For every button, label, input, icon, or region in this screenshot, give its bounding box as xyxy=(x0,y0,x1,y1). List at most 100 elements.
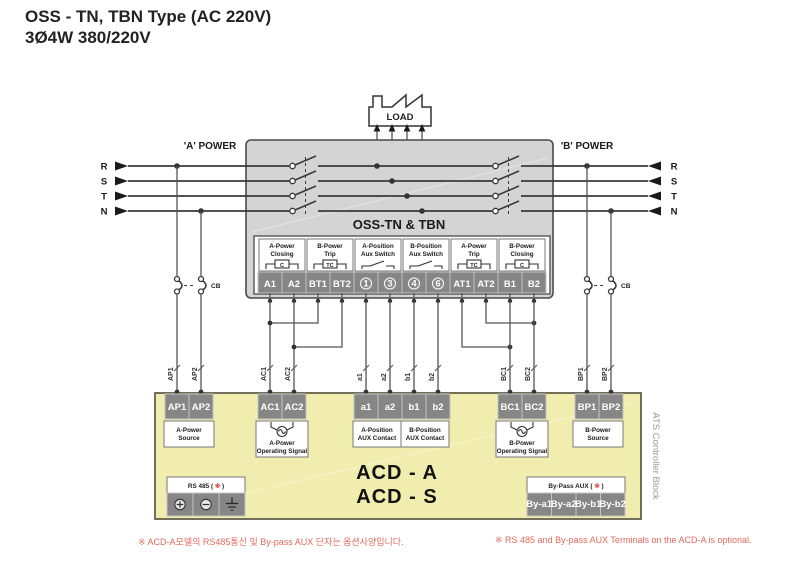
group-label: B-Power xyxy=(509,440,535,447)
bypass-aux-block: By-Pass AUX ( ※ ) By-a1 By-a2 By-b1 By-b… xyxy=(526,476,626,517)
terminal-by-b2: By-b2 xyxy=(599,499,625,510)
group-label: Trip xyxy=(324,251,336,258)
terminal-4: 4 xyxy=(411,279,417,290)
terminal-6: 6 xyxy=(435,279,440,290)
arrow-left-icon xyxy=(648,191,661,201)
bypass-header: By-Pass AUX ( ※ ) xyxy=(548,482,603,490)
group-label: A-Power xyxy=(269,440,295,447)
coil-icon: C xyxy=(265,259,299,269)
group-label: Operating Signal xyxy=(257,448,308,455)
arrow-left-icon xyxy=(648,176,661,186)
oss-group-a-position-aux-switch: A-Position Aux Switch 1 3 xyxy=(353,238,403,294)
coil-icon: C xyxy=(505,259,539,269)
group-label: Operating Signal xyxy=(497,448,548,455)
terminal-by-a1: By-a1 xyxy=(526,499,553,510)
arrow-right-icon xyxy=(115,176,128,186)
group-label: Aux Switch xyxy=(409,251,443,258)
oss-group-a-power-closing: A-Power Closing C A1 A2 xyxy=(257,238,307,294)
ac-source-icon xyxy=(510,422,534,438)
coil-letter: TC xyxy=(470,263,477,269)
wire-labels: AP1 AP2 AC1 AC2 a1 a2 b1 b2 BC1 BC2 BP1 … xyxy=(168,367,609,381)
acd-group-a-power-source: AP1 AP2 A-Power Source xyxy=(163,393,215,448)
title-line1: OSS - TN, TBN Type (AC 220V) xyxy=(25,7,272,26)
aux-switch-icon xyxy=(409,260,443,269)
cb-label-b: CB xyxy=(621,283,631,290)
acd-group-b-power-operating-signal: BC1 BC2 B-Power Operating Signal xyxy=(495,393,549,458)
terminal-b2-acd: b2 xyxy=(432,402,443,413)
terminal-at2: AT2 xyxy=(477,279,494,290)
phase-labels-left: R S T N xyxy=(101,161,128,218)
acd-group-a-power-operating-signal: AC1 AC2 A-Power Operating Signal xyxy=(255,393,309,458)
circuit-breaker-b: CB xyxy=(583,275,631,295)
block-sheen xyxy=(251,157,549,233)
group-label: Source xyxy=(178,435,200,442)
wire-label-ac2: AC2 xyxy=(285,367,292,381)
plus-terminal-icon xyxy=(174,498,186,511)
terminal-ap2: AP2 xyxy=(192,402,210,413)
wire-label-bc2: BC2 xyxy=(525,367,532,381)
phase-s-left: S xyxy=(101,177,107,188)
wire-label-a1: a1 xyxy=(357,373,364,381)
wire-label-ap2: AP2 xyxy=(192,367,199,381)
oss-group-b-power-closing: B-Power Closing C B1 B2 xyxy=(497,238,547,294)
circled-number xyxy=(408,277,420,290)
group-label: B-Power xyxy=(509,243,535,250)
terminal-by-a2: By-a2 xyxy=(551,499,577,510)
acd-group-b-position-aux-contact: b1 b2 B-Position AUX Contact xyxy=(400,393,451,448)
terminal-b1-acd: b1 xyxy=(408,402,420,413)
group-label: B-Power xyxy=(317,243,343,250)
phase-t-left: T xyxy=(101,192,107,203)
group-label: A-Power xyxy=(461,243,487,250)
phase-n-right: N xyxy=(671,207,678,218)
group-label: B-Position xyxy=(409,427,441,434)
ats-controller-block-label: ATS Controller Block xyxy=(650,412,661,500)
oss-group-b-position-aux-switch: B-Position Aux Switch 4 6 xyxy=(401,238,451,294)
group-label: Closing xyxy=(510,251,533,258)
a-source-tap: CB xyxy=(173,163,221,392)
terminal-a1-acd: a1 xyxy=(361,402,372,413)
coil-letter: C xyxy=(280,263,284,269)
phase-s-right: S xyxy=(671,177,677,188)
acd-group-a-position-aux-contact: a1 a2 A-Position AUX Contact xyxy=(352,393,403,448)
terminal-a1: A1 xyxy=(264,279,277,290)
factory-icon xyxy=(368,93,432,127)
ac-source-icon xyxy=(270,422,294,438)
footnote-english: ※ RS 485 and By-pass AUX Terminals on th… xyxy=(495,535,752,545)
terminal-at1: AT1 xyxy=(453,279,471,290)
minus-terminal-icon xyxy=(200,498,212,511)
group-label: Source xyxy=(587,435,609,442)
terminal-ac2: AC2 xyxy=(284,402,303,413)
terminal-bp2: BP2 xyxy=(602,402,620,413)
terminal-bt2: BT2 xyxy=(333,279,351,290)
group-label: A-Power xyxy=(269,243,295,250)
terminal-b1: B1 xyxy=(504,279,517,290)
wire-ticks xyxy=(173,364,615,372)
terminal-a2-acd: a2 xyxy=(385,402,396,413)
group-label: AUX Contact xyxy=(358,435,397,442)
arrow-right-icon xyxy=(115,206,128,216)
phase-r-right: R xyxy=(671,162,678,173)
phase-n-left: N xyxy=(101,207,108,218)
page-title: OSS - TN, TBN Type (AC 220V) 3Ø4W 380/22… xyxy=(25,6,271,48)
phase-lines-and-switches xyxy=(128,155,648,215)
phase-t-right: T xyxy=(671,192,677,203)
group-label: Trip xyxy=(468,251,480,258)
arrow-left-icon xyxy=(648,161,661,171)
b-source-tap: CB xyxy=(583,163,631,392)
terminal-b2: B2 xyxy=(528,279,540,290)
coil-icon: TC xyxy=(313,259,347,269)
terminal-3: 3 xyxy=(387,279,392,290)
acd-title-a: ACD - A xyxy=(356,462,438,484)
title-line2: 3Ø4W 380/220V xyxy=(25,28,151,47)
circuit-breaker-a: CB xyxy=(173,275,221,295)
coil-icon: TC xyxy=(457,259,491,269)
oss-block-title: OSS-TN & TBN xyxy=(353,217,445,232)
acd-entry-dots xyxy=(174,389,614,395)
oss-group-b-power-trip: B-Power Trip TC BT1 BT2 xyxy=(305,238,355,294)
cb-label-a: CB xyxy=(211,283,221,290)
terminal-1: 1 xyxy=(363,279,369,290)
wire-label-b1: b1 xyxy=(405,373,412,381)
wire-label-bc1: BC1 xyxy=(501,367,508,381)
